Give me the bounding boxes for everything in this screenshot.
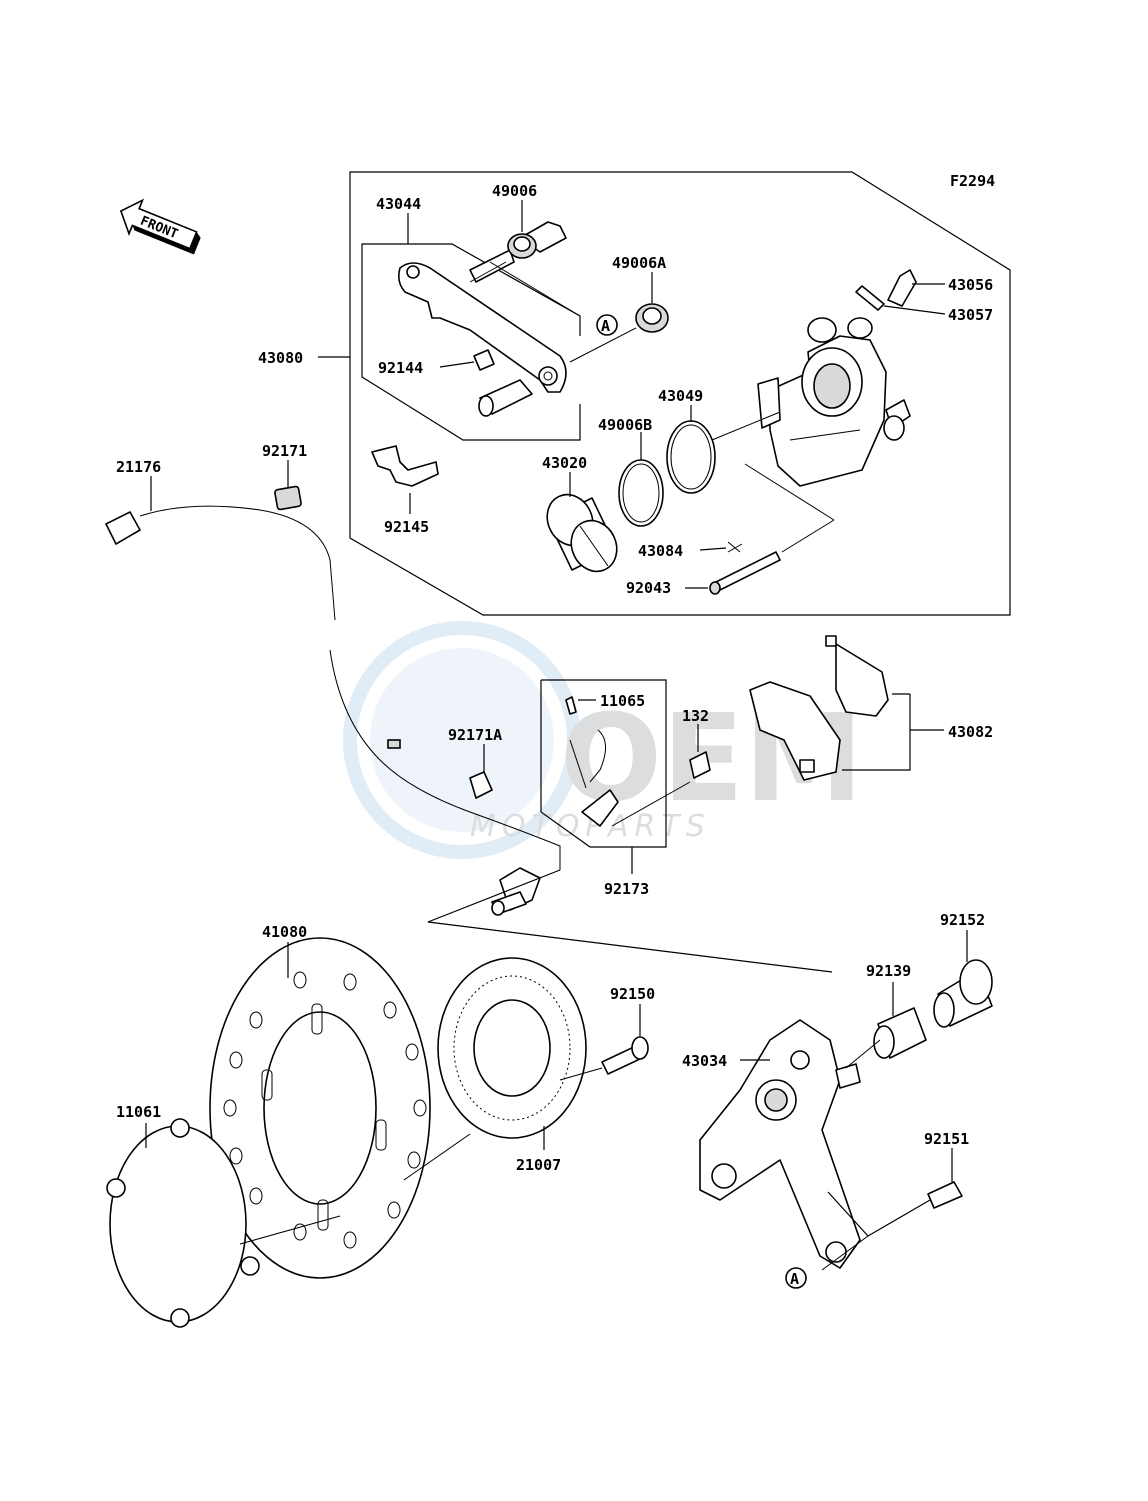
- label-43080: 43080: [258, 349, 303, 367]
- label-21176: 21176: [116, 458, 161, 476]
- ref-marker-a-bottom-label: A: [790, 1270, 799, 1288]
- label-11065: 11065: [600, 692, 645, 710]
- label-92043: 92043: [626, 579, 671, 597]
- label-92171: 92171: [262, 442, 307, 460]
- pad-pin: [711, 551, 781, 593]
- bolt-92151: [927, 1181, 963, 1209]
- label-92152: 92152: [940, 911, 985, 929]
- label-92151: 92151: [924, 1130, 969, 1148]
- label-49006: 49006: [492, 182, 537, 200]
- label-92150: 92150: [610, 985, 655, 1003]
- label-92145: 92145: [384, 518, 429, 536]
- label-49006b: 49006B: [598, 416, 652, 434]
- gasket: [109, 1125, 247, 1323]
- label-43084: 43084: [638, 542, 683, 560]
- clip-43084: [727, 541, 743, 553]
- boot-a: [569, 303, 669, 363]
- label-43044: 43044: [376, 195, 421, 213]
- piston: [546, 493, 618, 573]
- label-11061: 11061: [116, 1103, 161, 1121]
- abs-sensor: [105, 505, 561, 916]
- clip-92171A: [469, 771, 493, 799]
- bleeder-valve: [887, 269, 917, 307]
- pin-11065: [565, 696, 577, 715]
- label-92139: 92139: [866, 962, 911, 980]
- sensor-bracket-box: [540, 679, 667, 848]
- figure-code: F2294: [950, 172, 995, 190]
- label-92173: 92173: [604, 880, 649, 898]
- label-92144: 92144: [378, 359, 423, 377]
- collar-92152: [933, 959, 993, 1028]
- label-43082: 43082: [948, 723, 993, 741]
- front-arrow-icon: FRONT: [119, 198, 201, 255]
- ref-marker-a-top: [596, 314, 618, 336]
- label-43056: 43056: [948, 276, 993, 294]
- label-92171a: 92171A: [448, 726, 502, 744]
- pad-spring-92145: [371, 445, 439, 487]
- brake-disc: [209, 937, 431, 1279]
- label-43020: 43020: [542, 454, 587, 472]
- caliper-body: [757, 317, 911, 487]
- sensor-bracket: [569, 729, 606, 789]
- label-43057: 43057: [948, 306, 993, 324]
- caliper-assembly-outline: [349, 171, 1011, 616]
- ref-marker-a-top-label: A: [601, 317, 610, 335]
- dust-seal: [618, 459, 664, 527]
- brake-pads: [749, 635, 889, 781]
- label-43049: 43049: [658, 387, 703, 405]
- bolt-132: [689, 751, 711, 779]
- grommet-92171: [274, 485, 302, 511]
- label-21007: 21007: [516, 1156, 561, 1174]
- label-49006a: 49006A: [612, 254, 666, 272]
- label-41080: 41080: [262, 923, 307, 941]
- caliper-mount-bracket: [699, 1019, 861, 1269]
- sensor-rotor: [437, 957, 587, 1139]
- bleeder-cap: [855, 285, 885, 311]
- label-43034: 43034: [682, 1052, 727, 1070]
- caliper-bracket: [398, 249, 581, 417]
- clip-92144: [473, 349, 495, 371]
- sleeve-92139: [873, 1007, 927, 1059]
- slide-pin-boot: [469, 221, 567, 283]
- piston-seal: [666, 420, 716, 494]
- ref-marker-a-bottom: [785, 1267, 807, 1289]
- part-labels: 43044 49006 49006A 43056 43057 43080 921…: [116, 182, 993, 1174]
- label-132: 132: [682, 707, 709, 725]
